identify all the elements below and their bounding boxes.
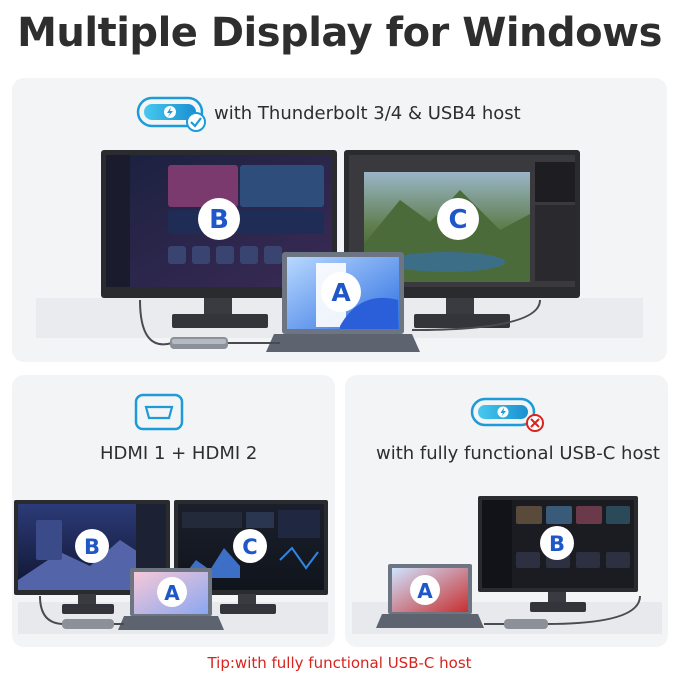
usbc-caption: with fully functional USB-C host — [376, 443, 660, 464]
thunderbolt-check-icon — [136, 96, 206, 132]
thunderbolt-no-icon — [470, 397, 544, 432]
tip-text: Tip:with fully functional USB-C host — [207, 654, 472, 672]
usb-hub-top — [139, 299, 541, 349]
laptop-a-label: A — [331, 278, 351, 307]
monitor-b-left-label: B — [84, 535, 100, 559]
monitor-c-top: C — [344, 150, 580, 328]
laptop-a-left-label: A — [164, 581, 180, 605]
page-title: Multiple Display for Windows — [17, 10, 662, 56]
monitor-b-label: B — [209, 205, 229, 235]
laptop-a-top: A — [266, 252, 420, 352]
thunderbolt-caption: with Thunderbolt 3/4 & USB4 host — [214, 103, 521, 124]
laptop-a-left: A — [118, 568, 224, 630]
monitor-c-left: C — [174, 500, 328, 614]
hdmi-caption: HDMI 1 + HDMI 2 — [100, 443, 258, 464]
monitor-b-top: B — [101, 150, 337, 328]
monitor-b-right: B — [478, 496, 638, 612]
monitor-c-left-label: C — [242, 535, 257, 559]
monitor-b-right-label: B — [549, 532, 565, 556]
usb-hub-left — [39, 595, 124, 629]
hdmi-port-icon — [134, 393, 184, 431]
usb-hub-right — [484, 595, 641, 629]
monitor-c-label: C — [448, 205, 467, 235]
laptop-a-right-label: A — [417, 579, 433, 603]
laptop-a-right: A — [376, 564, 484, 628]
